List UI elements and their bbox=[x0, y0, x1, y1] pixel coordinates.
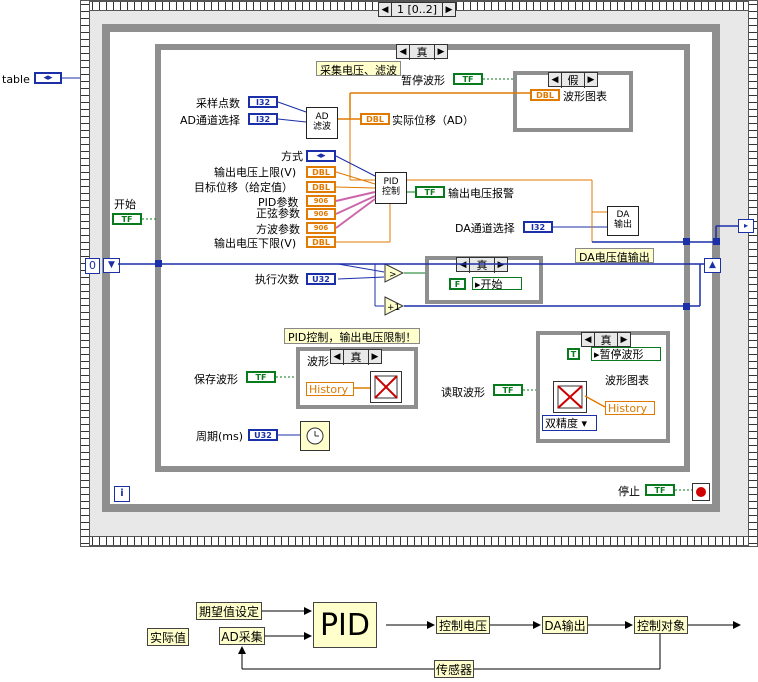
pause-wave-terminal[interactable]: TF bbox=[453, 73, 483, 85]
history-property-node-read: History bbox=[605, 401, 655, 415]
pause-case-selector[interactable]: ◀假▶ bbox=[548, 71, 598, 88]
output-tunnel: ▸ bbox=[738, 219, 754, 233]
acquisition-note: 采集电压、滤波 bbox=[316, 61, 401, 77]
out-upper-label: 输出电压上限(V) bbox=[214, 166, 297, 179]
exec-count-label: 执行次数 bbox=[255, 273, 299, 286]
decrement-icon[interactable]: ◀ bbox=[381, 4, 389, 15]
pid-params-terminal[interactable]: 906 bbox=[306, 195, 336, 207]
wave-chart-label: 波形图表 bbox=[563, 90, 607, 103]
flow-setpoint: 期望值设定 bbox=[196, 602, 262, 620]
greater-than-node: > bbox=[384, 263, 404, 283]
start-label: 开始 bbox=[114, 198, 136, 211]
mode-label: 方式 bbox=[281, 150, 303, 163]
square-params-terminal[interactable]: 906 bbox=[306, 222, 336, 234]
start-terminal[interactable]: TF bbox=[112, 213, 142, 225]
pid-params-label: PID参数 bbox=[258, 196, 299, 209]
sequence-frame-label: 1 [0..2] bbox=[391, 3, 443, 16]
history-property-node-save: History bbox=[306, 382, 354, 396]
actual-disp-terminal[interactable]: DBL bbox=[360, 113, 390, 125]
pause-wave-label: 暂停波形 bbox=[401, 74, 445, 87]
mode-terminal[interactable]: ◂▸ bbox=[306, 150, 336, 162]
sample-points-label: 采样点数 bbox=[196, 97, 240, 110]
iteration-terminal: i bbox=[114, 486, 130, 502]
shift-register-right: ▲ bbox=[704, 258, 721, 273]
out-upper-terminal[interactable]: DBL bbox=[306, 166, 336, 178]
zero-constant: 0 bbox=[85, 258, 100, 274]
stop-condition-icon bbox=[692, 483, 710, 501]
wave-property-label: 波形 bbox=[307, 355, 329, 368]
da-channel-label: DA通道选择 bbox=[455, 222, 515, 235]
wire-layer bbox=[62, 77, 738, 491]
flow-arrows bbox=[238, 607, 741, 670]
flow-actual: 实际值 bbox=[147, 628, 189, 646]
ad-channel-label: AD通道选择 bbox=[180, 114, 240, 127]
increment-node: +1 bbox=[384, 296, 404, 316]
da-channel-terminal[interactable]: I32 bbox=[523, 221, 553, 233]
read-wave-label: 读取波形 bbox=[441, 386, 485, 399]
read-wave-case-selector[interactable]: ◀真▶ bbox=[581, 331, 631, 348]
target-pos-label: 目标位移（给定值） bbox=[194, 181, 293, 194]
period-terminal[interactable]: U32 bbox=[248, 429, 278, 441]
wave-chart2-label: 波形图表 bbox=[605, 374, 649, 387]
write-file-icon bbox=[370, 371, 402, 403]
pid-limit-note: PID控制，输出电压限制！ bbox=[284, 328, 421, 344]
actual-disp-label: 实际位移（AD） bbox=[392, 114, 474, 127]
out-lower-label: 输出电压下限(V) bbox=[214, 237, 297, 250]
false-constant: F bbox=[449, 278, 466, 290]
pid-control-subvi[interactable]: PID 控制 bbox=[375, 172, 407, 204]
svg-text:+1: +1 bbox=[387, 303, 400, 313]
start-local-variable[interactable]: ▸开始 bbox=[472, 277, 522, 291]
true-constant: T bbox=[567, 348, 580, 360]
exec-count-terminal[interactable]: U32 bbox=[306, 273, 336, 285]
flow-control-voltage: 控制电压 bbox=[436, 616, 490, 634]
sine-params-label: 正弦参数 bbox=[256, 207, 300, 220]
main-case-selector[interactable]: ◀真▶ bbox=[396, 43, 448, 60]
flow-da-output: DA输出 bbox=[542, 616, 588, 634]
save-wave-case-selector[interactable]: ◀真▶ bbox=[330, 348, 382, 365]
save-wave-terminal[interactable]: TF bbox=[246, 371, 276, 383]
shift-register-left: ▼ bbox=[103, 258, 120, 273]
svg-text:>: > bbox=[389, 270, 397, 280]
table-terminal[interactable]: ◂▸ bbox=[34, 72, 62, 84]
da-output-subvi[interactable]: DA 输出 bbox=[607, 206, 639, 236]
flow-ad-acquire: AD采集 bbox=[219, 627, 265, 645]
stop-terminal[interactable]: TF bbox=[645, 484, 675, 496]
ad-channel-terminal[interactable]: I32 bbox=[248, 113, 278, 125]
wave-chart-terminal[interactable]: DBL bbox=[530, 89, 560, 101]
read-wave-terminal[interactable]: TF bbox=[493, 384, 523, 396]
flow-plant: 控制对象 bbox=[634, 616, 688, 634]
table-label: table bbox=[2, 73, 30, 86]
pause-local-variable[interactable]: ▸暂停波形 bbox=[591, 347, 661, 361]
da-value-output-note: DA电压值输出 bbox=[575, 248, 654, 264]
wait-timer-icon bbox=[300, 421, 330, 451]
stop-label: 停止 bbox=[618, 485, 640, 498]
period-label: 周期(ms) bbox=[196, 430, 244, 443]
sine-params-terminal[interactable]: 906 bbox=[306, 208, 336, 220]
target-pos-terminal[interactable]: DBL bbox=[306, 181, 336, 193]
flow-sensor: 传感器 bbox=[434, 660, 474, 678]
square-params-label: 方波参数 bbox=[256, 223, 300, 236]
increment-icon[interactable]: ▶ bbox=[445, 4, 453, 15]
flow-pid: PID bbox=[313, 602, 377, 648]
ad-filter-subvi[interactable]: AD 滤波 bbox=[306, 107, 338, 139]
save-wave-label: 保存波形 bbox=[194, 373, 238, 386]
sample-points-terminal[interactable]: I32 bbox=[248, 96, 278, 108]
double-type-selector[interactable]: 双精度 ▾ bbox=[542, 415, 597, 431]
sequence-frame-selector[interactable]: ◀ 1 [0..2] ▶ bbox=[378, 2, 456, 17]
out-lower-terminal[interactable]: DBL bbox=[306, 236, 336, 248]
out-alarm-terminal[interactable]: TF bbox=[415, 186, 445, 198]
read-file-icon bbox=[553, 381, 587, 413]
out-alarm-label: 输出电压报警 bbox=[448, 187, 514, 200]
